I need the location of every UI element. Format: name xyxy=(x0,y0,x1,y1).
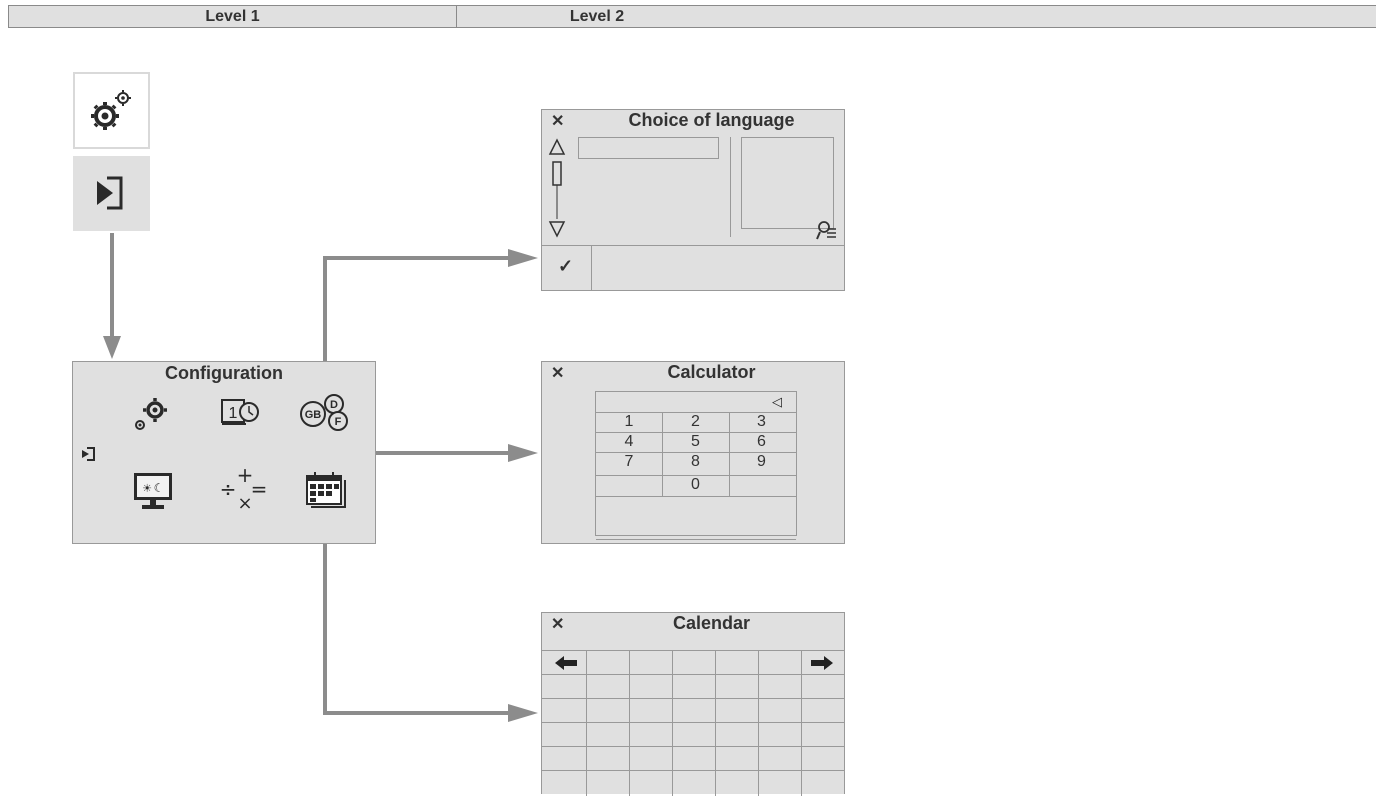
backspace-icon[interactable]: ◁ xyxy=(772,394,782,409)
calculator-result-display xyxy=(596,496,794,533)
key-3[interactable]: 3 xyxy=(757,413,766,430)
level-2-heading: Level 2 xyxy=(569,8,625,25)
close-icon[interactable]: ✕ xyxy=(551,616,565,633)
language-list-item[interactable] xyxy=(578,137,719,159)
svg-text:GB: GB xyxy=(305,409,322,421)
language-scrollbar[interactable] xyxy=(547,137,567,239)
exit-icon[interactable] xyxy=(79,444,99,464)
key-8[interactable]: 8 xyxy=(691,453,700,470)
key-0[interactable]: 0 xyxy=(691,476,700,493)
scroll-down-icon xyxy=(548,221,566,238)
level-1-heading: Level 1 xyxy=(205,8,260,25)
key-1[interactable]: 1 xyxy=(624,413,634,430)
calculator-panel: ✕ Calculator ◁ 1 2 3 4 5 6 7 8 9 0 xyxy=(541,361,845,544)
enter-arrow-icon xyxy=(97,176,123,210)
confirm-check-icon[interactable]: ✓ xyxy=(558,256,574,276)
previous-month-arrow-icon[interactable] xyxy=(554,655,578,671)
display-day-night-icon[interactable]: ☀ ☾ xyxy=(131,470,175,512)
calendar-icon[interactable] xyxy=(303,470,351,512)
language-preview-box xyxy=(741,137,834,229)
calculator-icon[interactable]: + ÷ = × xyxy=(217,462,267,512)
calculator-keypad: ◁ 1 2 3 4 5 6 7 8 9 0 xyxy=(595,391,797,540)
configuration-title: Configuration xyxy=(165,363,283,383)
svg-text:☾: ☾ xyxy=(154,481,165,495)
calendar-title: Calendar xyxy=(672,613,751,633)
key-6[interactable]: 6 xyxy=(757,433,766,450)
key-9[interactable]: 9 xyxy=(757,453,766,470)
scroll-thumb xyxy=(552,161,562,186)
key-blank-left[interactable] xyxy=(596,476,662,496)
search-list-icon[interactable] xyxy=(815,219,839,243)
language-gb-d-f-icon[interactable]: GB D F xyxy=(295,392,355,434)
settings-gears-icon xyxy=(91,90,131,130)
scroll-up-icon xyxy=(548,138,566,155)
key-4[interactable]: 4 xyxy=(624,433,634,450)
calendar-grid xyxy=(542,650,844,796)
svg-text:D: D xyxy=(330,399,338,411)
language-title: Choice of language xyxy=(628,110,795,130)
level-header: Level 1 Level 2 xyxy=(8,5,1376,28)
calculator-title: Calculator xyxy=(667,362,756,382)
svg-text:1: 1 xyxy=(229,405,238,422)
svg-text:F: F xyxy=(335,416,342,428)
language-panel: ✕ Choice of language ✓ xyxy=(541,109,845,291)
svg-text:☀: ☀ xyxy=(142,482,152,495)
key-7[interactable]: 7 xyxy=(624,453,634,470)
svg-text:=: = xyxy=(251,477,267,501)
svg-text:÷: ÷ xyxy=(220,477,237,501)
calendar-panel: ✕ Calendar xyxy=(541,612,845,796)
configuration-panel: Configuration 1 GB D F ☀ ☾ xyxy=(72,361,376,544)
svg-text:×: × xyxy=(237,493,252,512)
key-5[interactable]: 5 xyxy=(691,433,700,450)
close-icon[interactable]: ✕ xyxy=(551,113,565,130)
svg-text:+: + xyxy=(237,463,254,487)
date-time-icon[interactable]: 1 xyxy=(220,396,262,430)
gears-icon[interactable] xyxy=(128,392,173,437)
enter-button[interactable] xyxy=(73,156,150,231)
next-month-arrow-icon[interactable] xyxy=(810,655,834,671)
settings-button[interactable] xyxy=(73,72,150,149)
key-blank-right[interactable] xyxy=(729,476,794,496)
close-icon[interactable]: ✕ xyxy=(551,365,565,382)
key-2[interactable]: 2 xyxy=(691,413,700,430)
